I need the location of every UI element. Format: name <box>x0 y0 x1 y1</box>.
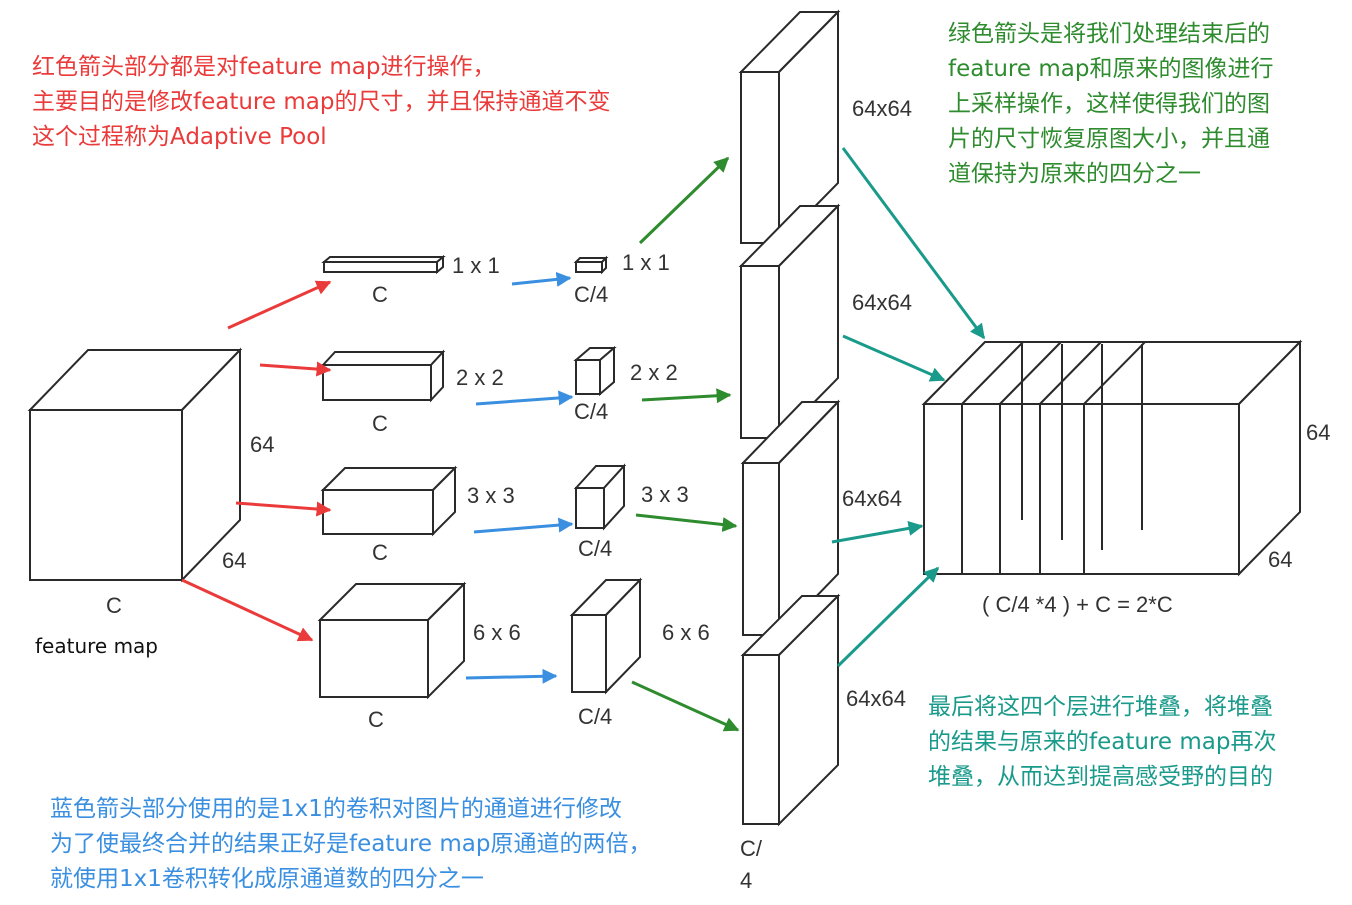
upsampled-channels-bottom: 4 <box>740 868 752 893</box>
conv-block-3x3 <box>573 463 627 531</box>
input-width-label: 64 <box>222 548 246 573</box>
conv-block-2x2 <box>573 345 617 397</box>
conv-block-6x6 <box>569 577 643 695</box>
green-arrow-upsample-1 <box>638 156 730 245</box>
conv-size-4: 6 x 6 <box>662 620 710 645</box>
conv-size-2: 2 x 2 <box>630 360 678 385</box>
conv-size-3: 3 x 3 <box>641 482 689 507</box>
red-arrow-to-1x1 <box>227 280 332 330</box>
upsampled-size-3: 64x64 <box>842 486 902 511</box>
teal-arrow-note: 最后将这四个层进行堆叠，将堆叠 的结果与原来的feature map再次 堆叠，… <box>928 694 1277 790</box>
pooled-block-6x6 <box>317 581 467 700</box>
upsampled-slab-1 <box>738 9 841 246</box>
conv-block-1x1 <box>573 255 609 275</box>
pooled-block-2x2 <box>320 349 446 403</box>
green-arrow-upsample-4 <box>631 680 740 732</box>
concatenated-output-block <box>921 339 1303 577</box>
output-formula: ( C/4 *4 ) + C = 2*C <box>982 592 1173 617</box>
blue-arrow-note: 蓝色箭头部分使用的是1x1的卷积对图片的通道进行修改 为了使最终合并的结果正好是… <box>50 796 652 892</box>
input-height-label: 64 <box>250 432 274 457</box>
upsampled-size-4: 64x64 <box>846 686 906 711</box>
conv-channels-3: C/4 <box>578 536 612 561</box>
green-arrow-upsample-2 <box>641 388 732 404</box>
pooled-size-1: 1 x 1 <box>452 253 500 278</box>
red-arrow-to-3x3 <box>235 501 332 517</box>
upsampled-size-2: 64x64 <box>852 290 912 315</box>
blue-arrow-conv-3 <box>473 517 574 534</box>
conv-size-1: 1 x 1 <box>622 250 670 275</box>
conv-channels-1: C/4 <box>574 282 608 307</box>
conv-channels-4: C/4 <box>578 704 612 729</box>
pooled-size-3: 3 x 3 <box>467 483 515 508</box>
output-width-label: 64 <box>1268 547 1292 572</box>
red-arrow-note: 红色箭头部分都是对feature map进行操作， 主要目的是修改feature… <box>32 54 611 150</box>
teal-arrow-concat-1 <box>841 147 986 340</box>
upsampled-slab-2 <box>738 203 841 441</box>
pooled-block-1x1 <box>321 254 446 275</box>
input-feature-map-cube <box>27 347 243 583</box>
red-arrow-to-6x6 <box>181 578 314 642</box>
blue-arrow-conv-1 <box>511 271 572 287</box>
blue-arrow-conv-4 <box>465 668 558 684</box>
green-arrow-upsample-3 <box>635 513 738 532</box>
output-height-label: 64 <box>1306 420 1330 445</box>
pooled-size-4: 6 x 6 <box>473 620 521 645</box>
pooled-channels-2: C <box>372 411 388 436</box>
pooled-channels-3: C <box>372 540 388 565</box>
upsampled-slab-3 <box>740 399 841 638</box>
upsampled-channels-top: C/ <box>740 836 763 861</box>
upsampled-size-1: 64x64 <box>852 96 912 121</box>
teal-arrow-concat-3 <box>831 520 924 544</box>
red-arrow-to-2x2 <box>259 361 332 377</box>
pooled-channels-4: C <box>368 707 384 732</box>
green-arrow-note: 绿色箭头是将我们处理结束后的 feature map和原来的图像进行 上采样操作… <box>948 21 1274 187</box>
teal-arrow-concat-4 <box>836 566 940 668</box>
input-caption: feature map <box>35 634 158 658</box>
teal-arrow-concat-2 <box>842 334 946 382</box>
blue-arrow-conv-2 <box>475 390 574 406</box>
conv-channels-2: C/4 <box>574 399 608 424</box>
input-channel-label: C <box>106 593 122 618</box>
upsampled-slab-4 <box>740 593 841 827</box>
pooled-block-3x3 <box>320 465 458 537</box>
pooled-size-2: 2 x 2 <box>456 365 504 390</box>
pooled-channels-1: C <box>372 282 388 307</box>
